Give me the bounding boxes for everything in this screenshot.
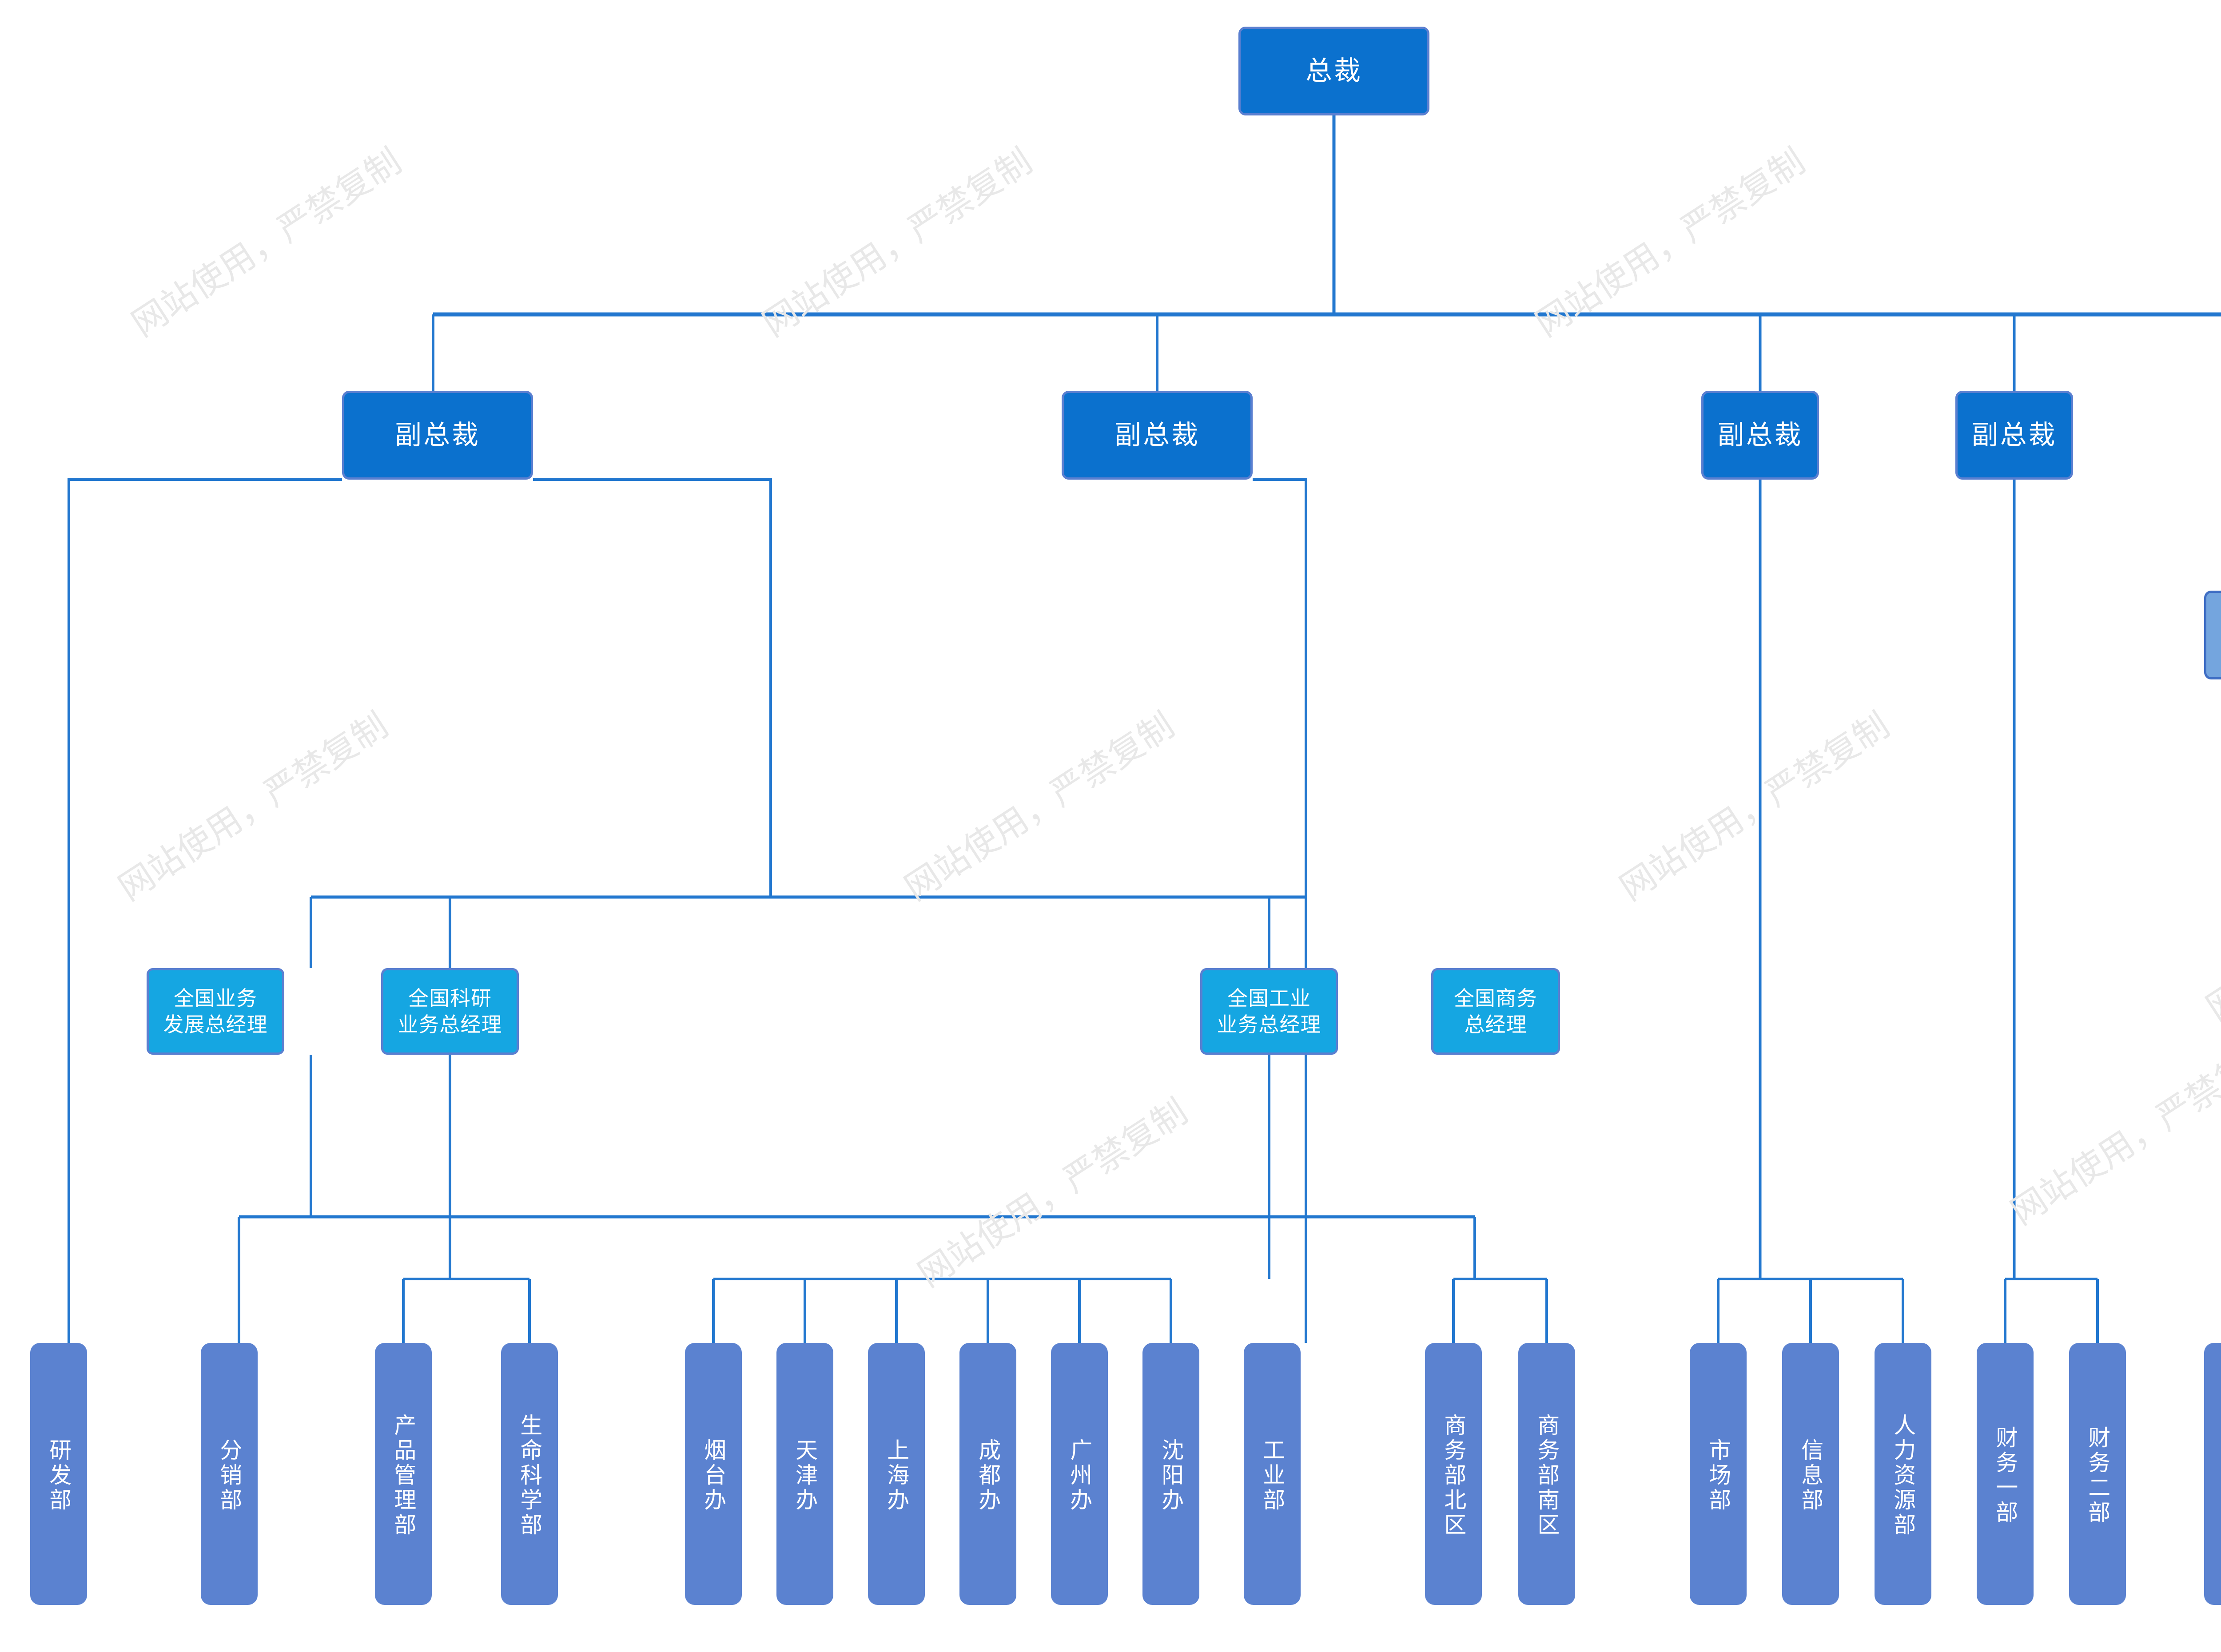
org-node-label: 商务部南区 [1534,1414,1560,1538]
org-node-label: 副总裁 [1114,419,1200,451]
org-node-dept-office[interactable]: 办公室 [2204,1343,2221,1605]
org-node-office-tianjin[interactable]: 天津办 [776,1343,833,1605]
org-node-label: 商务部北区 [1441,1414,1467,1538]
org-node-dept-industry[interactable]: 工业部 [1244,1343,1301,1605]
org-node-dept-rd[interactable]: 研发部 [30,1343,87,1605]
org-node-dept-info[interactable]: 信息部 [1782,1343,1839,1605]
org-node-label: 烟台办 [701,1438,727,1513]
org-node-label: 广州办 [1067,1438,1093,1513]
org-node-assistant[interactable]: 总裁助理 [2204,591,2221,679]
org-node-label: 副总裁 [1717,419,1803,451]
edge-vp1-to-gm-bus [533,478,772,897]
org-node-gm-commerce[interactable]: 全国商务 总经理 [1431,968,1560,1055]
org-node-label: 副总裁 [395,419,480,451]
org-node-dept-com-north[interactable]: 商务部北区 [1425,1343,1482,1605]
org-node-label: 人力资源部 [1890,1414,1916,1538]
org-node-label: 工业部 [1259,1438,1286,1513]
org-node-dept-market[interactable]: 市场部 [1690,1343,1747,1605]
org-node-vp1[interactable]: 副总裁 [342,391,533,480]
org-node-vp2[interactable]: 副总裁 [1062,391,1253,480]
org-node-label: 上海办 [884,1438,910,1513]
org-node-label: 生命科学部 [517,1414,543,1538]
org-node-gm-industry[interactable]: 全国工业 业务总经理 [1200,968,1338,1055]
org-node-label: 全国商务 总经理 [1454,986,1537,1036]
org-node-gm-research[interactable]: 全国科研 业务总经理 [381,968,519,1055]
org-node-vp3[interactable]: 副总裁 [1701,391,1819,480]
org-node-dept-fin2[interactable]: 财务二部 [2069,1343,2126,1605]
org-node-label: 沈阳办 [1158,1438,1184,1513]
org-node-label: 财务一部 [1992,1426,2018,1525]
org-node-label: 副总裁 [1971,419,2057,451]
org-node-office-yantai[interactable]: 烟台办 [685,1343,742,1605]
edge-vp2-to-gm-bus [1253,478,1307,897]
org-node-office-shenyang[interactable]: 沈阳办 [1142,1343,1199,1605]
org-node-label: 全国业务 发展总经理 [163,986,268,1036]
org-node-dept-lifesci[interactable]: 生命科学部 [501,1343,558,1605]
org-node-dept-product[interactable]: 产品管理部 [375,1343,432,1605]
org-node-office-guangzhou[interactable]: 广州办 [1051,1343,1108,1605]
org-node-office-chengdu[interactable]: 成都办 [959,1343,1016,1605]
org-node-office-shanghai[interactable]: 上海办 [868,1343,925,1605]
org-node-dept-dist[interactable]: 分销部 [201,1343,258,1605]
org-node-label: 全国科研 业务总经理 [398,986,502,1036]
edge-vp1-to-dept-rd [68,478,342,1343]
org-node-label: 分销部 [216,1438,243,1513]
org-node-label: 信息部 [1798,1438,1824,1513]
org-node-label: 总裁 [1306,55,1362,87]
org-node-label: 研发部 [46,1438,72,1513]
org-node-label: 产品管理部 [390,1414,417,1538]
org-node-dept-com-south[interactable]: 商务部南区 [1518,1343,1575,1605]
org-node-dept-hr[interactable]: 人力资源部 [1875,1343,1931,1605]
org-node-label: 天津办 [792,1438,818,1513]
org-node-president[interactable]: 总裁 [1238,27,1429,115]
org-node-label: 全国工业 业务总经理 [1217,986,1321,1036]
org-node-dept-fin1[interactable]: 财务一部 [1977,1343,2034,1605]
org-node-label: 市场部 [1705,1438,1731,1513]
org-node-label: 财务二部 [2085,1426,2111,1525]
org-node-label: 成都办 [975,1438,1001,1513]
org-node-vp4[interactable]: 副总裁 [1955,391,2073,480]
org-node-gm-business[interactable]: 全国业务 发展总经理 [147,968,284,1055]
